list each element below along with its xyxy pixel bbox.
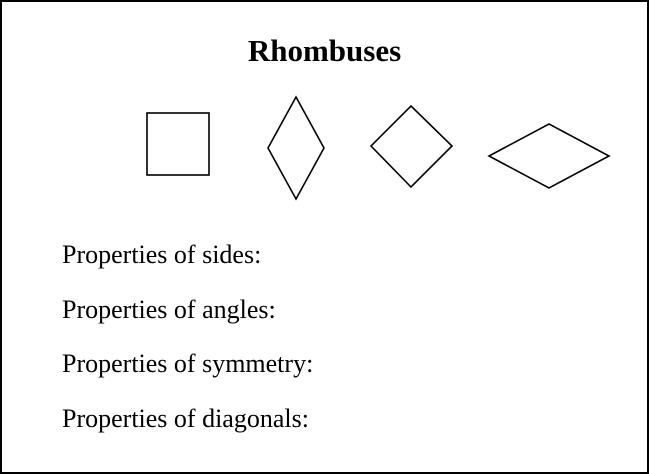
rhombus-shapes xyxy=(146,95,611,201)
rotated-square-icon xyxy=(369,104,454,189)
tall-rhombus-icon xyxy=(267,95,325,201)
square-rhombus-icon xyxy=(146,112,210,176)
property-symmetry-label: Properties of symmetry: xyxy=(62,349,314,378)
wide-rhombus-icon xyxy=(487,123,611,189)
worksheet-title: Rhombuses xyxy=(247,33,402,68)
property-angles-label: Properties of angles: xyxy=(62,295,276,324)
property-sides-label: Properties of sides: xyxy=(62,240,262,269)
property-diagonals-label: Properties of diagonals: xyxy=(62,404,309,433)
